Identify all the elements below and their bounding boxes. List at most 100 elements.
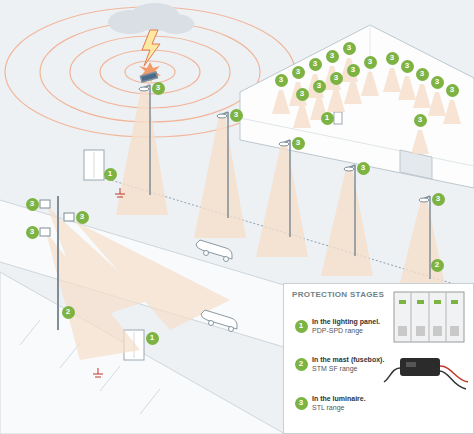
thundercloud	[139, 62, 161, 82]
stage-number: 3	[295, 397, 308, 410]
callout-number: 3	[76, 211, 89, 224]
earth-symbol	[95, 377, 101, 378]
callout-number-text: 3	[30, 228, 34, 236]
callout-number-text: 3	[436, 195, 440, 203]
flood-light-mast	[40, 200, 50, 208]
callout-number: 3	[414, 114, 427, 127]
warehouse	[240, 25, 474, 188]
warehouse	[240, 25, 474, 188]
thundercloud	[108, 3, 194, 82]
stage-location: In the mast (fusebox).	[312, 356, 384, 364]
fusebox-image	[406, 362, 416, 367]
callout-number-text: 3	[296, 139, 300, 147]
callout-number-text: 3	[80, 213, 84, 221]
callout-number-text: 3	[313, 60, 317, 68]
callout-number-text: 3	[299, 399, 303, 407]
callout-number-text: 3	[420, 70, 424, 78]
callout-number: 3	[292, 137, 305, 150]
flood-light-mast	[57, 196, 59, 330]
flood-light-mast	[40, 196, 74, 330]
legend-panel-ground	[283, 283, 474, 434]
luminaire-light-cones	[428, 92, 446, 116]
callout-number-text: 3	[351, 66, 355, 74]
callout-number: 1	[146, 332, 159, 345]
callout-number: 3	[431, 76, 444, 89]
spd-module-image	[394, 292, 464, 342]
product-range: PDP-SPD range	[312, 327, 363, 335]
callout-number: 2	[62, 306, 75, 319]
callout-number: 3	[401, 60, 414, 73]
lamp-heads	[139, 87, 429, 202]
callout-number-text: 3	[347, 44, 351, 52]
callout-number: 1	[104, 168, 117, 181]
callout-number: 3	[343, 42, 356, 55]
warehouse	[334, 112, 342, 124]
callout-number-text: 1	[108, 170, 112, 178]
spd-module-image	[417, 300, 424, 304]
lamp-posts	[227, 112, 229, 218]
spd-module-image	[429, 292, 430, 342]
callout-number: 3	[326, 50, 339, 63]
parking-stalls	[140, 389, 160, 414]
callout-number: 3	[330, 72, 343, 85]
lamp-posts	[149, 85, 151, 195]
spd-module-image	[416, 326, 425, 336]
spd-module-image	[433, 326, 442, 336]
street-light-cones	[256, 144, 308, 257]
luminaire-light-cones	[327, 88, 345, 112]
callout-number: 3	[152, 82, 165, 95]
lighting-panel-cabinet	[94, 152, 95, 178]
spd-module-image	[398, 326, 459, 336]
luminaire-light-cones	[272, 58, 461, 154]
lamp-heads	[419, 198, 429, 202]
fusebox-image	[384, 358, 468, 389]
callout-number-text: 3	[330, 52, 334, 60]
warehouse	[400, 150, 432, 179]
callout-number-text: 3	[418, 116, 422, 124]
spd-module-image	[399, 300, 406, 304]
callout-number-text: 1	[299, 322, 303, 330]
parking-stalls	[100, 366, 120, 391]
callout-number-text: 3	[300, 90, 304, 98]
callout-number: 3	[26, 226, 39, 239]
earth-symbol	[98, 368, 99, 374]
street-light-cones	[194, 116, 246, 238]
car	[196, 240, 237, 332]
callout-number-text: 3	[435, 78, 439, 86]
surge-waves	[125, 61, 175, 83]
callout-number: 3	[386, 52, 399, 65]
spd-module-image	[446, 292, 447, 342]
callout-number-text: 2	[435, 261, 439, 269]
lamp-heads	[279, 142, 289, 146]
spd-module-image	[398, 326, 407, 336]
lamp-heads	[344, 167, 354, 171]
car	[209, 321, 214, 326]
luminaire-light-cones	[443, 100, 461, 124]
callout-number: 3	[313, 80, 326, 93]
car	[224, 257, 229, 262]
earth-symbol	[93, 374, 103, 375]
parking-stalls	[20, 320, 40, 345]
callout-number-text: 3	[361, 164, 365, 172]
lighting-panel-cabinet	[84, 150, 104, 180]
lamp-heads	[217, 114, 227, 118]
callout-number-text: 3	[234, 111, 238, 119]
callout-number-text: 3	[30, 200, 34, 208]
luminaire-light-cones	[272, 90, 290, 114]
callout-number-text: 1	[150, 334, 154, 342]
lamp-posts	[354, 165, 356, 256]
luminaire-light-cones	[344, 80, 362, 104]
flood-light-mast	[64, 213, 74, 221]
spd-module-image	[411, 292, 446, 342]
luminaire-light-cones	[293, 104, 311, 128]
product-range: STL range	[312, 404, 344, 412]
fusebox-image	[384, 368, 400, 382]
lamp-posts	[289, 140, 291, 237]
callout-number: 3	[432, 193, 445, 206]
earth-symbol	[117, 197, 123, 198]
callout-number-text: 3	[390, 54, 394, 62]
flood-light-cones	[46, 204, 230, 360]
callout-number-text: 1	[325, 114, 329, 122]
